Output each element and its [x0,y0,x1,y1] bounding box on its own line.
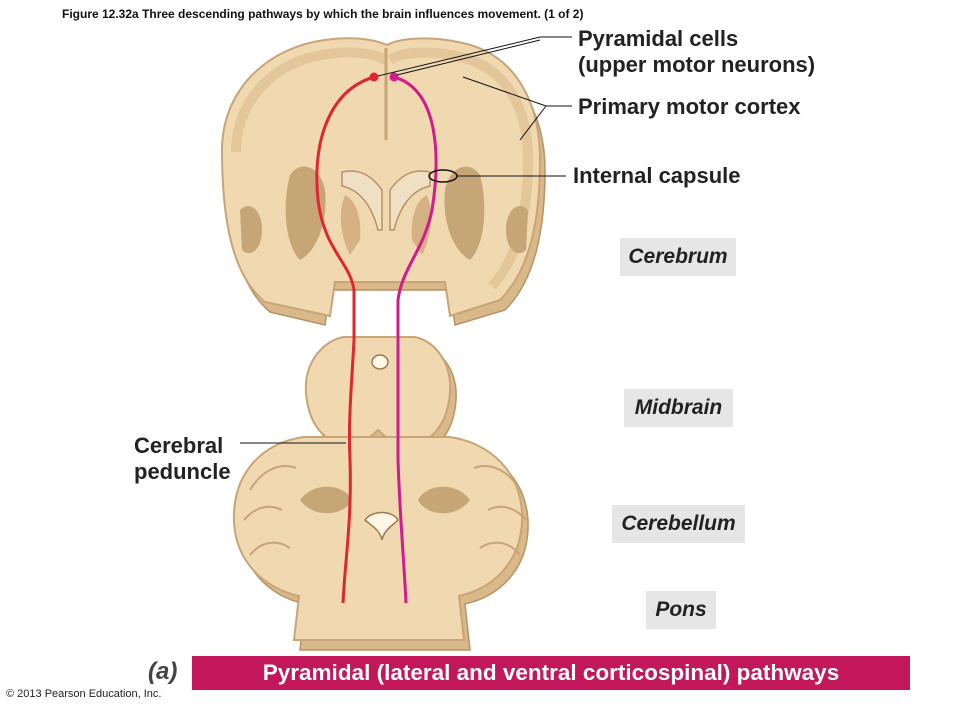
figure-caption: Figure 12.32a Three descending pathways … [62,7,584,21]
panel-letter: (a) [148,658,178,685]
pyramidal-pathways [315,72,438,604]
pons-region-label: Pons [646,591,716,629]
pyramidal-cells-line1: Pyramidal cells [578,26,739,51]
pyramidal-cells-line2: (upper motor neurons) [578,52,816,77]
cerebrum-region-label: Cerebrum [620,238,736,276]
leader-lines [240,36,572,444]
cerebral-peduncle-label: Cerebral peduncle [134,433,231,485]
primary-motor-cortex-label: Primary motor cortex [578,94,801,119]
pyramidal-cells-label: Pyramidal cells (upper motor neurons) [578,26,815,78]
copyright-notice: © 2013 Pearson Education, Inc. [6,688,162,700]
midbrain-section [304,336,457,453]
pathway-left-tract [315,75,375,604]
cerebrum-section [220,37,546,326]
pons-cerebellum-section [232,436,529,651]
pyramidal-cell-left-dot [369,72,379,82]
cerebral-peduncle-line2: peduncle [134,459,231,484]
cerebral-peduncle-line1: Cerebral [134,433,224,458]
midbrain-region-label: Midbrain [624,389,733,427]
internal-capsule-label: Internal capsule [573,163,741,188]
pyramidal-cell-right-dot [389,72,399,82]
pathway-right-tract [393,75,438,604]
panel-title-banner: Pyramidal (lateral and ventral corticosp… [192,656,910,690]
cerebellum-region-label: Cerebellum [612,505,745,543]
